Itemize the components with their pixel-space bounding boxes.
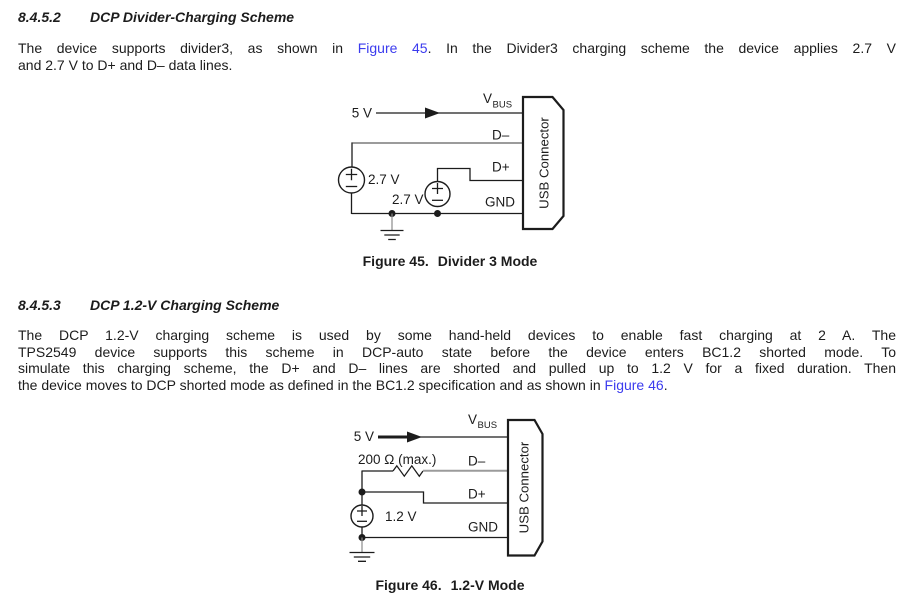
text-run: The device supports divider3, as shown i…	[18, 40, 358, 56]
plus-icon	[432, 183, 443, 194]
section-number: 8.4.5.2	[18, 9, 61, 25]
plus-icon	[357, 506, 367, 516]
ground-icon	[380, 229, 404, 241]
dplus-wire	[362, 491, 507, 504]
figure-46-caption: Figure 46. 1.2-V Mode	[0, 577, 900, 593]
vbus-subscript: BUS	[493, 100, 513, 111]
source-1-label: 2.7 V	[368, 172, 400, 187]
paragraph-12v-charging: The DCP 1.2-V charging scheme is used by…	[18, 327, 896, 393]
caption-title: 1.2-V Mode	[450, 577, 525, 593]
figure-45-link[interactable]: Figure 45	[357, 40, 428, 56]
dplus-label: D+	[468, 487, 486, 502]
caption-label: Figure 46.	[375, 577, 442, 593]
paragraph-divider-charging: The device supports divider3, as shown i…	[18, 40, 896, 73]
dminus-label: D–	[492, 128, 510, 143]
resistor-icon	[392, 464, 424, 478]
supply-label: 5 V	[352, 106, 372, 121]
supply-label: 5 V	[354, 429, 374, 444]
source-1-label: 1.2 V	[385, 509, 417, 524]
source-2-label: 2.7 V	[392, 192, 424, 207]
paragraph-line: The DCP 1.2-V charging scheme is used by…	[18, 327, 896, 343]
paragraph-line: The device supports divider3, as shown i…	[18, 40, 896, 57]
arrowhead-icon	[425, 107, 440, 119]
caption-title: Divider 3 Mode	[437, 253, 538, 269]
ground-icon	[349, 551, 375, 562]
section-heading-8453: 8.4.5.3 DCP 1.2-V Charging Scheme	[18, 297, 896, 313]
paragraph-line: the device moves to DCP shorted mode as …	[18, 377, 896, 394]
junction-dot	[434, 210, 441, 217]
vbus-label: V	[468, 412, 477, 427]
caption-label: Figure 45.	[362, 253, 429, 269]
dplus-wire	[436, 167, 522, 182]
section-title: DCP 1.2-V Charging Scheme	[90, 297, 280, 313]
text-run: .	[663, 376, 668, 393]
figure-46-schematic: 5 V V BUS 200 Ω (max.) D– D+ 1.2 V GND	[349, 412, 544, 562]
resistor-label: 200 Ω (max.)	[358, 452, 436, 467]
dminus-label: D–	[468, 454, 486, 469]
gnd-label: GND	[485, 195, 515, 210]
usb-connector-shape	[521, 95, 565, 231]
figure-45-schematic: 5 V V BUS D– 2.7 V GND 2.7 V D+ USB C	[337, 91, 565, 241]
text-run: . In the Divider3 charging scheme the de…	[427, 40, 896, 56]
section-number: 8.4.5.3	[18, 297, 61, 313]
usb-connector-label: USB Connector	[517, 441, 532, 533]
paragraph-line: TPS2549 device supports this scheme in D…	[18, 343, 896, 360]
text-run: the device moves to DCP shorted mode as …	[18, 376, 605, 393]
figure-45-caption: Figure 45. Divider 3 Mode	[0, 253, 900, 269]
section-heading-8452: 8.4.5.2 DCP Divider-Charging Scheme	[18, 9, 896, 25]
plus-icon	[345, 168, 358, 181]
gnd-label: GND	[468, 520, 498, 535]
section-title: DCP Divider-Charging Scheme	[90, 9, 295, 25]
vbus-subscript: BUS	[478, 420, 498, 431]
usb-connector-shape	[506, 418, 544, 557]
paragraph-line: and 2.7 V to D+ and D– data lines.	[18, 56, 233, 73]
vbus-label: V	[483, 91, 492, 106]
arrowhead-icon	[407, 431, 422, 443]
dplus-label: D+	[492, 160, 510, 175]
paragraph-line: simulate this charging scheme, the D+ an…	[18, 360, 896, 377]
usb-connector-label: USB Connector	[537, 117, 552, 209]
figure-46-link[interactable]: Figure 46	[604, 376, 664, 393]
